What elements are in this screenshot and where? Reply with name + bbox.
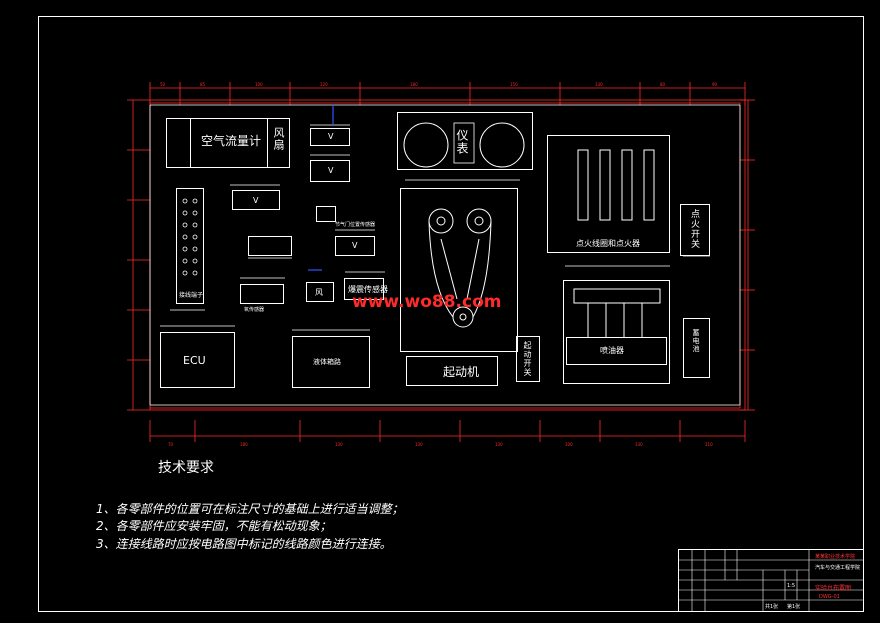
engine-model bbox=[400, 188, 518, 352]
tb-sheet-no: 第1张 bbox=[787, 604, 801, 610]
ignition-label: 点火线圈和点火器 bbox=[576, 239, 640, 248]
svg-text:180: 180 bbox=[410, 82, 418, 87]
svg-text:150: 150 bbox=[510, 82, 518, 87]
tb-dept: 汽车与交通工程学院 bbox=[815, 565, 861, 571]
battery-label: 蓄电池 bbox=[692, 329, 700, 353]
svg-text:70: 70 bbox=[168, 442, 174, 447]
svg-text:120: 120 bbox=[320, 82, 328, 87]
svg-text:180: 180 bbox=[240, 442, 248, 447]
ignition-switch-label: 点火开关 bbox=[689, 209, 699, 249]
drawing-frame bbox=[38, 16, 864, 612]
sensor-box-2 bbox=[240, 284, 284, 304]
air-flow-meter-box: 空气流量计 风扇 bbox=[166, 118, 290, 168]
tb-scale: 1:5 bbox=[787, 583, 796, 589]
tb-sheet: 共1张 bbox=[765, 604, 779, 610]
fan-small-box: 风 bbox=[306, 282, 334, 302]
voltmeter-2: V bbox=[310, 160, 350, 182]
ignition-coil-unit: 点火线圈和点火器 bbox=[547, 135, 670, 253]
voltmeter-2-label: V bbox=[328, 166, 334, 175]
svg-text:130: 130 bbox=[595, 82, 603, 87]
terminal-block: 接线端子 bbox=[176, 188, 204, 304]
ignition-switch: 点火开关 bbox=[680, 204, 710, 256]
requirement-1: 1、各零部件的位置可在标注尺寸的基础上进行适当调整； bbox=[96, 502, 404, 516]
voltmeter-4: V bbox=[335, 236, 375, 256]
air-flow-meter-label: 空气流量计 bbox=[201, 134, 262, 148]
svg-text:130: 130 bbox=[415, 442, 423, 447]
voltmeter-3: V bbox=[232, 190, 280, 210]
tb-drawing-name: 实验台布置图 bbox=[815, 585, 852, 592]
terminal-label: 接线端子 bbox=[179, 292, 204, 299]
svg-text:130: 130 bbox=[635, 442, 643, 447]
injector-label: 喷油器 bbox=[600, 346, 624, 355]
voltmeter-4-label: V bbox=[352, 241, 358, 250]
svg-text:130: 130 bbox=[495, 442, 503, 447]
tb-school: 某某职业技术学院 bbox=[815, 554, 856, 560]
watermark-text: www.wo88.com bbox=[352, 292, 502, 312]
svg-text:90: 90 bbox=[712, 82, 718, 87]
gearbox-label: 液体箱路 bbox=[313, 358, 341, 366]
requirements-title: 技术要求 bbox=[158, 460, 214, 476]
requirement-2: 2、各零部件应安装牢固，不能有松动现象； bbox=[96, 519, 332, 533]
starter-box: 起动机 bbox=[406, 356, 498, 386]
start-switch: 起动开关 bbox=[516, 336, 540, 382]
svg-text:80: 80 bbox=[660, 82, 666, 87]
sensor-box-1 bbox=[248, 236, 292, 256]
ecu-label: ECU bbox=[183, 354, 206, 367]
fan-label: 风扇 bbox=[272, 127, 285, 151]
knock-sensor-label: 爆震传感器 bbox=[348, 285, 388, 294]
ecu-box: ECU bbox=[160, 332, 235, 388]
instrument-panel: 仪表 bbox=[397, 112, 533, 170]
air-flow-meter-tag bbox=[167, 119, 191, 167]
gearbox-box: 液体箱路 bbox=[292, 336, 370, 388]
instrument-label: 仪表 bbox=[455, 129, 469, 155]
knock-sensor-box: 爆震传感器 bbox=[344, 278, 388, 300]
injector-rail bbox=[566, 337, 667, 365]
tb-code: DWG-01 bbox=[819, 594, 840, 600]
voltmeter-1-label: V bbox=[328, 132, 334, 141]
fan-small-label: 风 bbox=[315, 288, 323, 297]
requirement-3: 3、连接线路时应按电路图中标记的线路颜色进行连接。 bbox=[96, 537, 392, 551]
svg-text:85: 85 bbox=[200, 82, 206, 87]
svg-text:100: 100 bbox=[565, 442, 573, 447]
injector-unit: 喷油器 bbox=[563, 280, 670, 384]
svg-text:100: 100 bbox=[255, 82, 263, 87]
oxygen-sensor-label: 氧传感器 bbox=[244, 307, 265, 313]
throttle-sensor bbox=[316, 206, 336, 222]
title-block: 某某职业技术学院 汽车与交通工程学院 实验台布置图 1:5 共1张 第1张 DW… bbox=[678, 549, 864, 612]
battery-box: 蓄电池 bbox=[683, 318, 710, 378]
svg-text:130: 130 bbox=[335, 442, 343, 447]
starter-label: 起动机 bbox=[443, 365, 480, 379]
throttle-sensor-label: 节气门位置传感器 bbox=[335, 222, 376, 228]
voltmeter-3-label: V bbox=[253, 196, 259, 205]
svg-text:50: 50 bbox=[160, 82, 166, 87]
svg-text:110: 110 bbox=[705, 442, 713, 447]
voltmeter-1: V bbox=[310, 128, 350, 146]
start-switch-label: 起动开关 bbox=[523, 341, 532, 377]
